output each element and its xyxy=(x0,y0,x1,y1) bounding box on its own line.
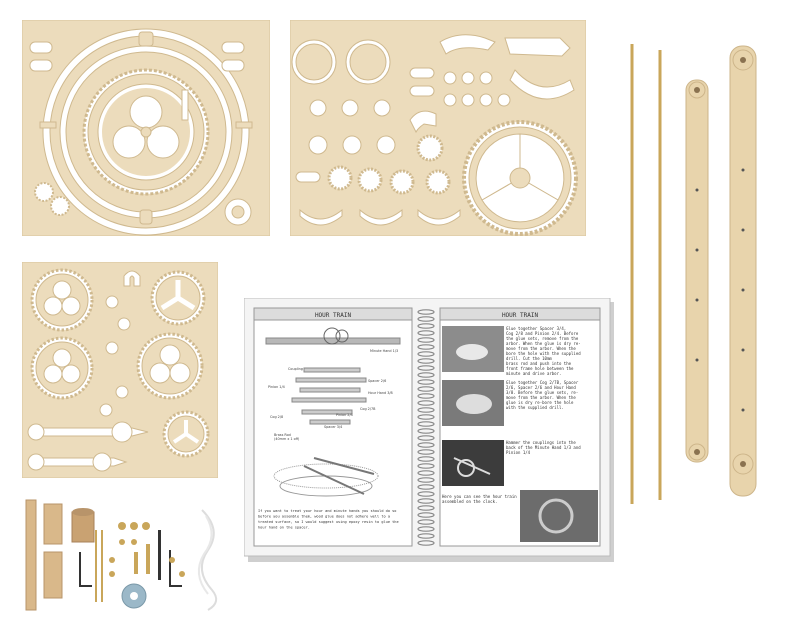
binding-coil xyxy=(417,421,435,427)
wooden-frame-bars xyxy=(685,45,757,497)
clock-hands-cutouts xyxy=(27,421,149,472)
binding-coil xyxy=(417,323,435,329)
caption-line: glue is dry re-bore the hole xyxy=(506,400,574,405)
caption-line: 3/8. Before the glue sets, re- xyxy=(506,390,578,395)
frame-bar-right xyxy=(729,45,757,497)
binding-coil xyxy=(417,309,435,315)
caption-line: arbor. When the glue is dry re- xyxy=(506,341,581,346)
binding-coil xyxy=(417,540,435,546)
binding-coil xyxy=(417,491,435,497)
caption-line: brass rod and push into the xyxy=(506,361,572,366)
binding-coil xyxy=(417,449,435,455)
binding-coil xyxy=(417,414,435,420)
caption-line: Pinion 1/4 xyxy=(506,450,531,455)
diagram-label: Brass Rod xyxy=(274,433,291,437)
assembly-photo-4 xyxy=(520,490,598,542)
caption-line: back of the Minute Hand 1/3 and xyxy=(506,445,581,450)
diagram-label: Cog 2/8 xyxy=(270,415,283,419)
instruction-text-line: before you assemble them, wood glue does… xyxy=(258,515,390,519)
diagram-label: Coupling xyxy=(288,367,303,371)
diagram-label: (40mm x 1 off) xyxy=(274,437,300,441)
right-page-title: HOUR TRAIN xyxy=(502,312,539,319)
brass-rods xyxy=(630,44,662,504)
binding-coil xyxy=(417,428,435,434)
frame-bar-left xyxy=(685,79,709,463)
binding-coil xyxy=(417,365,435,371)
caption-line: move from the arbor. When the xyxy=(506,346,576,351)
binding-coil xyxy=(417,316,435,322)
binding-coil xyxy=(417,358,435,364)
instruction-text-line: If you want to treat your hour and minut… xyxy=(258,509,396,513)
binding-coil xyxy=(417,519,435,525)
caption-line: Glue together Cog 2/7B, Spacer xyxy=(506,380,579,385)
binding-coil xyxy=(417,330,435,336)
binding-coil xyxy=(417,386,435,392)
caption-line: move from the arbor. When the xyxy=(506,395,576,400)
binding-coil xyxy=(417,477,435,483)
gears-levers-plywood-sheet xyxy=(290,20,586,236)
binding-coil xyxy=(417,372,435,378)
diagram-label: Pinion 1/4 xyxy=(268,385,285,389)
binding-coil xyxy=(417,442,435,448)
instruction-text-line: hour hand on the spacer. xyxy=(258,526,310,530)
caption-line: Hammer the couplings into the xyxy=(506,440,576,445)
string-coil xyxy=(201,509,218,611)
spiral-binding xyxy=(417,309,435,546)
binding-coil xyxy=(417,407,435,413)
binding-coil xyxy=(417,505,435,511)
binding-coil xyxy=(417,512,435,518)
caption-line: assembled on the clock. xyxy=(442,499,497,504)
dial-ring-plywood-sheet xyxy=(22,20,270,236)
large-wheel-cutout xyxy=(82,68,210,196)
left-page-title: HOUR TRAIN xyxy=(315,312,352,319)
binding-coil xyxy=(417,400,435,406)
caption-line: Glue together Spacer 3/4, xyxy=(506,326,566,331)
binding-coil xyxy=(417,337,435,343)
caption-line: Here you can see the hour train xyxy=(442,494,517,499)
caption-line: the glue sets, remove from the xyxy=(506,336,579,341)
diagram-label: Cog 2/7B xyxy=(360,407,376,411)
caption-line: drill. Cut the 10mm xyxy=(506,356,552,361)
binding-coil xyxy=(417,484,435,490)
diagram-label: Minute Hand 1/3 xyxy=(370,349,398,353)
binding-coil xyxy=(417,526,435,532)
binding-coil xyxy=(417,456,435,462)
large-gear-cutout xyxy=(462,120,578,236)
caption-line: front frame hole between the xyxy=(506,366,574,371)
binding-coil xyxy=(417,393,435,399)
diagram-label: Hour Hand 3/8 xyxy=(368,391,393,395)
booklet-left-page: HOUR TRAIN Minute Hand 1/3CouplingSpacer… xyxy=(253,307,413,547)
binding-coil xyxy=(417,351,435,357)
hardware-parts xyxy=(25,499,218,611)
diagram-label: Spacer 2/6 xyxy=(368,379,386,383)
binding-coil xyxy=(417,498,435,504)
caption-line: with the supplied drill. xyxy=(506,405,564,410)
caption-line: 2/6, Spacer 2/6 and Hour Hand xyxy=(506,385,576,390)
booklet-right-page: HOUR TRAIN Glue together Spacer 3/4,Cog … xyxy=(439,307,601,547)
caption-line: Cog 2/8 and Pinion 2/4. Before xyxy=(506,331,579,336)
instruction-text-line: treated surface, so I would suggest usin… xyxy=(258,520,399,524)
binding-coil xyxy=(417,533,435,539)
instruction-booklet: HOUR TRAIN Minute Hand 1/3CouplingSpacer… xyxy=(244,298,614,562)
binding-coil xyxy=(417,435,435,441)
binding-coil xyxy=(417,463,435,469)
binding-coil xyxy=(417,379,435,385)
wheels-hands-plywood-sheet xyxy=(22,262,218,478)
binding-coil xyxy=(417,470,435,476)
binding-coil xyxy=(417,344,435,350)
diagram-label: Spacer 3/4 xyxy=(324,425,342,429)
caption-line: minute and drive arbor. xyxy=(506,371,561,376)
caption-line: bore the hole with the supplied xyxy=(506,351,581,356)
diagram-label: Pinion 2/4 xyxy=(336,413,353,417)
